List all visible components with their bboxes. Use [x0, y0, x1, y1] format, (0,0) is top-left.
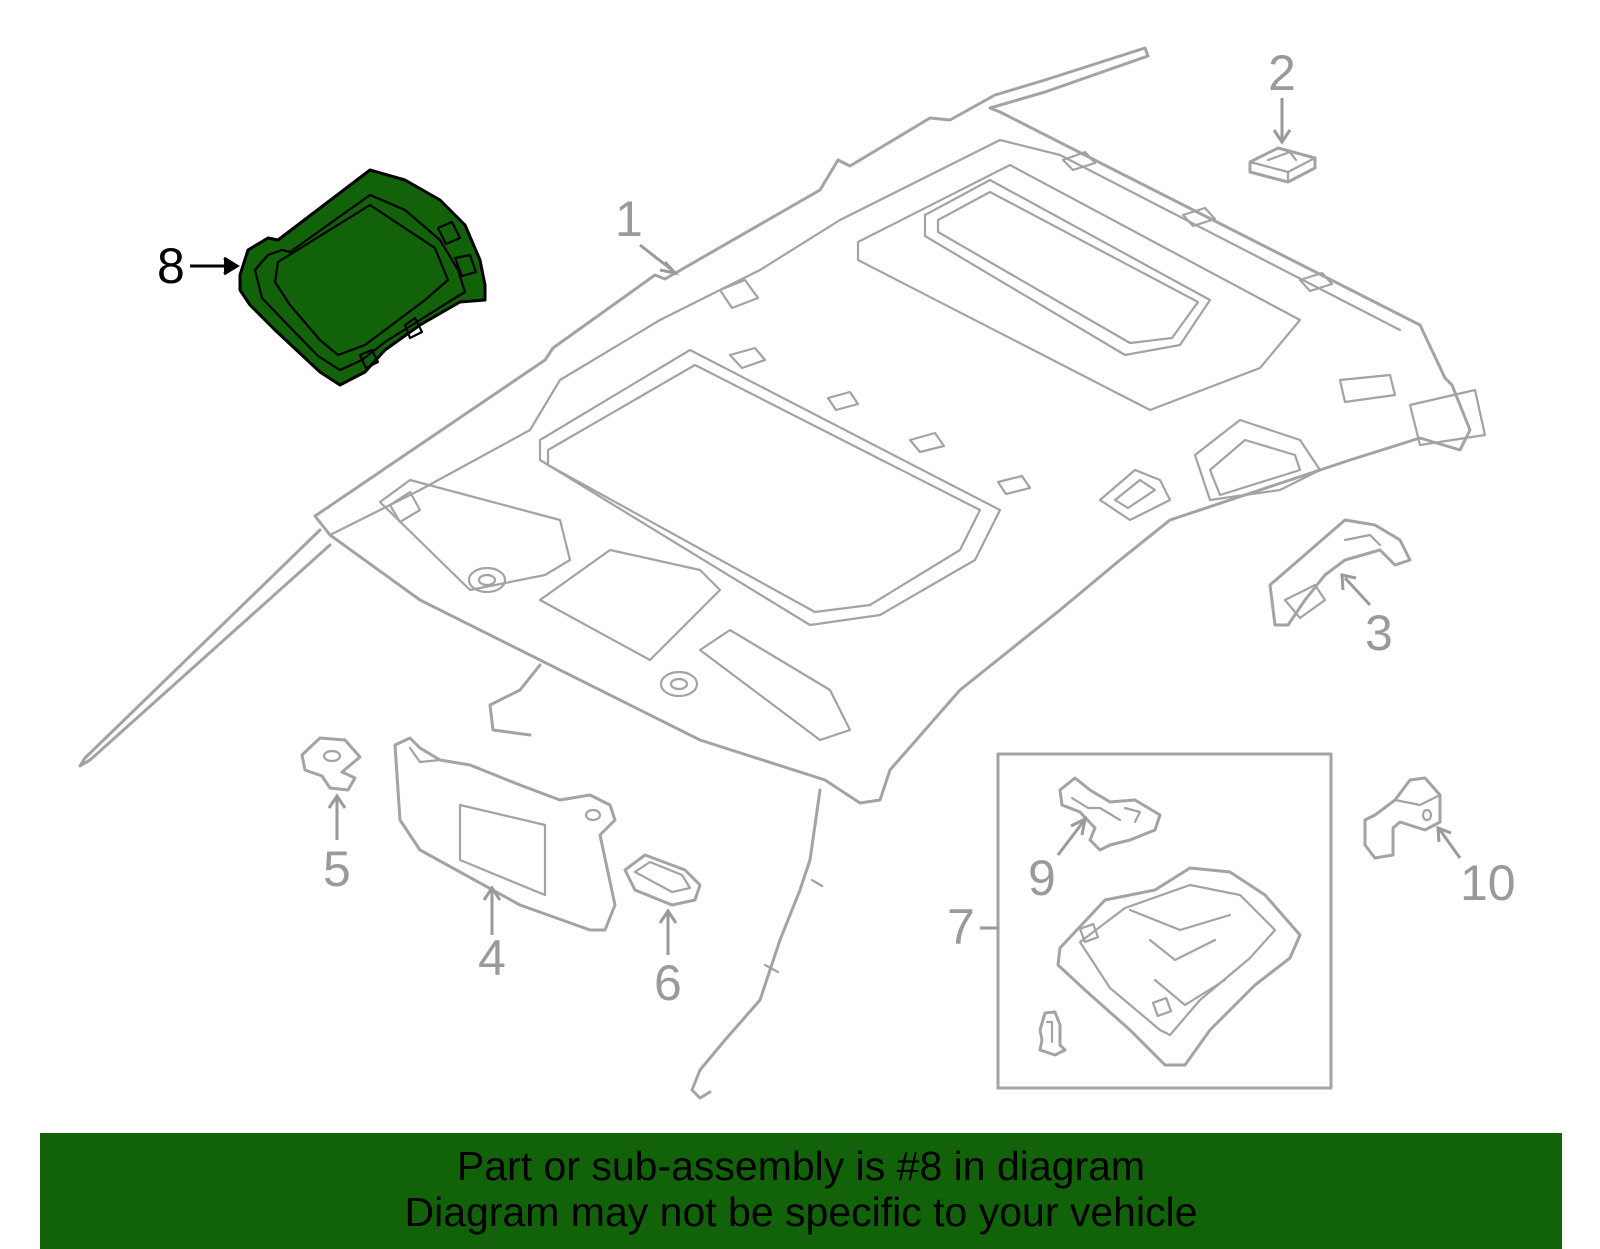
callout-3[interactable]: 3 — [1340, 573, 1393, 661]
part-2-clip[interactable] — [1248, 146, 1317, 184]
callout-3-label: 3 — [1365, 605, 1393, 661]
part-8-frame-highlighted[interactable] — [238, 168, 487, 387]
part-9-bracket[interactable] — [1058, 776, 1162, 852]
parts-diagram: 1 2 3 4 5 — [78, 45, 1516, 1100]
part-1-headliner[interactable] — [78, 46, 1487, 1100]
banner-line-2: Diagram may not be specific to your vehi… — [404, 1189, 1198, 1235]
banner-line-1: Part or sub-assembly is #8 in diagram — [456, 1143, 1146, 1189]
info-banner: Part or sub-assembly is #8 in diagram Di… — [40, 1133, 1562, 1249]
part-7-dome-lamp-box[interactable] — [996, 752, 1333, 1090]
callout-1[interactable]: 1 — [615, 191, 680, 276]
callout-9[interactable]: 9 — [1028, 816, 1088, 906]
callout-2-label: 2 — [1268, 45, 1296, 101]
callout-8-label: 8 — [157, 238, 185, 294]
callout-10-label: 10 — [1460, 855, 1516, 911]
callout-4[interactable]: 4 — [478, 885, 506, 986]
callout-7-label: 7 — [947, 899, 975, 955]
part-10-bracket[interactable] — [1363, 776, 1442, 860]
callout-2[interactable]: 2 — [1268, 45, 1296, 145]
callout-10[interactable]: 10 — [1436, 825, 1516, 911]
callout-8[interactable]: 8 — [157, 238, 240, 294]
callout-6[interactable]: 6 — [654, 908, 682, 1011]
part-3-grab-handle[interactable] — [1268, 518, 1412, 627]
callout-1-label: 1 — [615, 191, 643, 247]
callout-5-label: 5 — [323, 841, 351, 897]
part-6-cap[interactable] — [623, 853, 702, 907]
callout-9-label: 9 — [1028, 850, 1056, 906]
callout-5[interactable]: 5 — [323, 793, 351, 897]
part-4-sun-visor[interactable] — [393, 736, 617, 932]
callout-4-label: 4 — [478, 930, 506, 986]
part-5-visor-clip[interactable] — [300, 736, 362, 792]
callout-6-label: 6 — [654, 955, 682, 1011]
callout-7[interactable]: 7 — [947, 899, 998, 955]
